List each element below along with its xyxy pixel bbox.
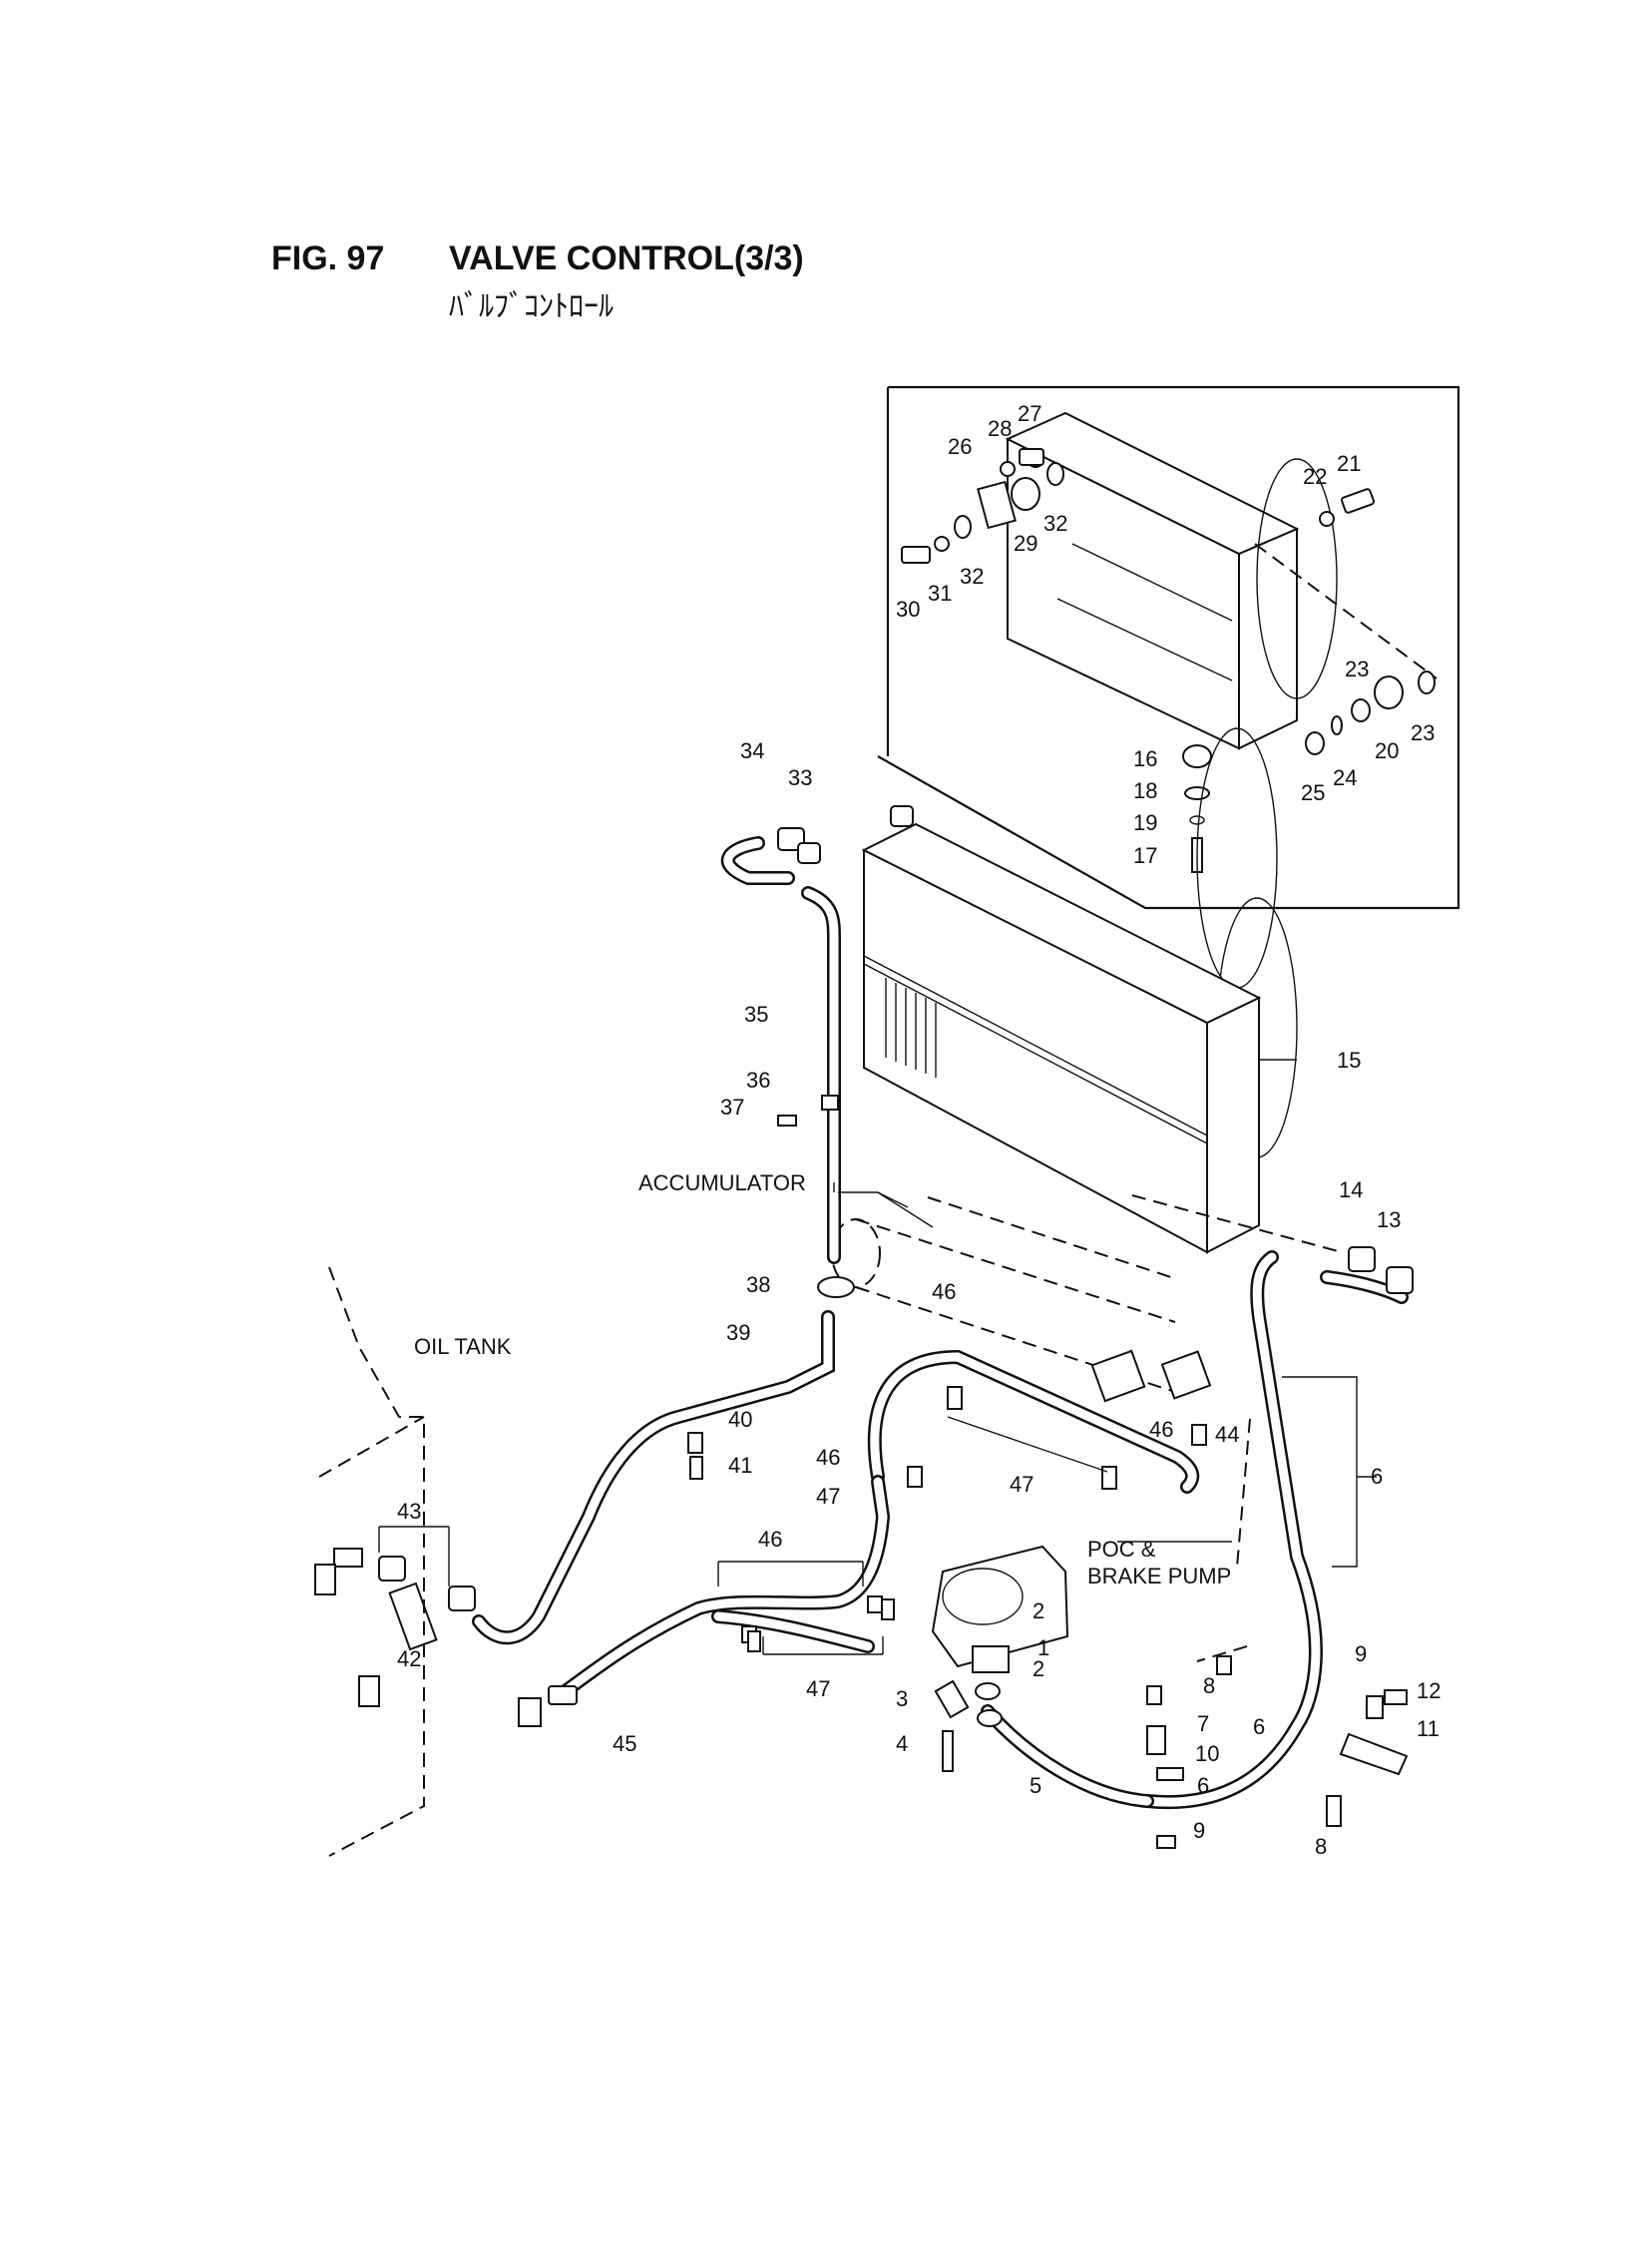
label-poc-line1: POC & (1087, 1537, 1156, 1562)
callout-4: 4 (896, 1731, 908, 1756)
callout-20: 20 (1375, 738, 1399, 763)
hose-lines (472, 836, 1409, 1810)
callout-5: 5 (1030, 1773, 1041, 1798)
oil-cooler-main (861, 727, 1298, 1254)
callout-41: 41 (728, 1453, 752, 1478)
callout-19: 19 (1133, 810, 1157, 835)
fittings (314, 827, 1414, 1849)
callout-8: 8 (1315, 1834, 1327, 1859)
callout-47: 47 (1010, 1472, 1033, 1497)
callout-43: 43 (397, 1499, 421, 1524)
label-oil-tank: OIL TANK (414, 1334, 512, 1359)
callout-30: 30 (896, 597, 920, 622)
callout-11: 11 (1417, 1716, 1440, 1741)
oil-tank-outline (318, 1266, 425, 1857)
figure-title: VALVE CONTROL(3/3) (449, 239, 804, 277)
callout-26: 26 (948, 434, 972, 459)
callout-39: 39 (726, 1320, 750, 1345)
callout-23: 23 (1411, 720, 1435, 745)
callout-2: 2 (1032, 1656, 1044, 1681)
callout-45: 45 (613, 1731, 636, 1756)
callout-1: 1 (1037, 1635, 1049, 1660)
callout-40: 40 (728, 1407, 752, 1432)
callout-42: 42 (397, 1646, 421, 1671)
callout-text-labels: ACCUMULATOR OIL TANK POC & BRAKE PUMP 1 … (397, 401, 1441, 1859)
callout-46: 46 (1149, 1417, 1173, 1442)
callout-38: 38 (746, 1272, 770, 1297)
callout-32: 32 (1043, 511, 1067, 536)
callout-7: 7 (1197, 1711, 1209, 1736)
callout-24: 24 (1333, 765, 1357, 790)
figure-number: FIG. 97 (271, 239, 385, 277)
callout-6: 6 (1253, 1714, 1265, 1739)
callout-17: 17 (1133, 843, 1157, 868)
callout-6: 6 (1371, 1464, 1383, 1489)
callout-6: 6 (1197, 1773, 1209, 1798)
callout-46: 46 (816, 1445, 840, 1470)
callout-28: 28 (988, 416, 1012, 441)
callout-46: 46 (758, 1527, 782, 1552)
callout-27: 27 (1018, 401, 1041, 426)
callout-22: 22 (1303, 464, 1327, 489)
callout-34: 34 (740, 738, 764, 763)
callout-31: 31 (928, 581, 952, 606)
callout-16: 16 (1133, 746, 1157, 771)
callout-12: 12 (1417, 1678, 1441, 1703)
callout-36: 36 (746, 1068, 770, 1093)
callout-9: 9 (1355, 1641, 1367, 1666)
callout-25: 25 (1301, 780, 1325, 805)
callout-8: 8 (1203, 1673, 1215, 1698)
callout-15: 15 (1337, 1048, 1361, 1073)
callout-44: 44 (1215, 1422, 1239, 1447)
callout-23: 23 (1345, 657, 1369, 681)
callout-29: 29 (1014, 531, 1037, 556)
callout-32: 32 (960, 564, 984, 589)
callout-46: 46 (932, 1279, 956, 1304)
callout-21: 21 (1337, 451, 1361, 476)
callout-2: 2 (1032, 1598, 1044, 1623)
callout-33: 33 (788, 765, 812, 790)
callout-37: 37 (720, 1095, 744, 1120)
callout-9: 9 (1193, 1818, 1205, 1843)
label-poc-line2: BRAKE PUMP (1087, 1564, 1231, 1588)
callout-47: 47 (806, 1676, 830, 1701)
inset-hardware (901, 448, 1438, 873)
callout-35: 35 (744, 1002, 768, 1027)
leader-lines (378, 1059, 1377, 1655)
figure-subtitle: ﾊﾞﾙﾌﾞｺﾝﾄﾛｰﾙ (449, 290, 614, 323)
callout-47: 47 (816, 1484, 840, 1509)
callout-18: 18 (1133, 778, 1157, 803)
callout-13: 13 (1377, 1207, 1401, 1232)
callout-3: 3 (896, 1686, 908, 1711)
detail-inset (877, 385, 1460, 910)
callout-14: 14 (1339, 1177, 1363, 1202)
label-accumulator: ACCUMULATOR (638, 1170, 806, 1195)
callout-10: 10 (1195, 1741, 1219, 1766)
